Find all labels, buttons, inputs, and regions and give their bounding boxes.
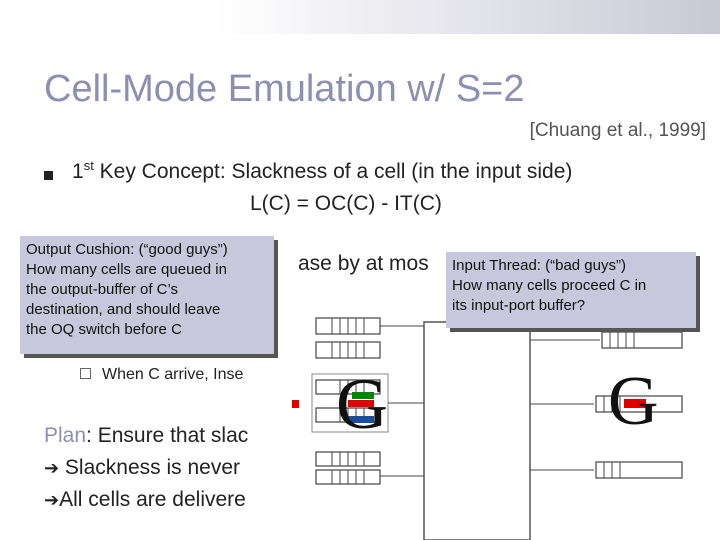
input-queue-3 xyxy=(315,379,381,395)
input-scheduler-icon: G xyxy=(336,364,388,444)
plan-line-3-text: All cells are delivere xyxy=(59,488,246,511)
plan-rest: : Ensure that slac xyxy=(86,424,249,447)
input-queue-1 xyxy=(315,317,381,335)
bullet-square-icon xyxy=(44,171,53,180)
arriving-red-cell xyxy=(292,400,299,408)
concept-superscript: st xyxy=(83,158,94,173)
input-thread-callout: Input Thread: (“bad guys”) How many cell… xyxy=(446,252,696,328)
concept-text: Key Concept: Slackness of a cell (in the… xyxy=(93,160,573,183)
implies-arrow-icon: ➔ xyxy=(44,490,60,510)
output-queue-3 xyxy=(595,461,683,479)
key-concept-line: 1st Key Concept: Slackness of a cell (in… xyxy=(72,158,572,184)
implies-arrow-icon: ➔ xyxy=(44,458,60,478)
callout-line: How many cells proceed C in xyxy=(452,277,647,294)
output-red-cell xyxy=(624,399,646,408)
callout-line: Output Cushion: (“good guys”) xyxy=(26,241,228,258)
plan-line-2: ➔ Slackness is never xyxy=(44,456,240,480)
sub-bullet-text: When C arrive, Inse xyxy=(102,366,244,383)
plan-line-3: ➔All cells are delivere xyxy=(44,488,246,512)
concept-prefix: 1 xyxy=(72,160,84,183)
input-queue-2 xyxy=(315,341,381,359)
green-cell xyxy=(352,392,374,399)
plan-line-1: Plan: Ensure that slac xyxy=(44,424,248,448)
callout-line: the output-buffer of C’s xyxy=(26,281,179,298)
input-queue-5 xyxy=(315,451,381,467)
callout-line: the OQ switch before C xyxy=(26,321,182,338)
switch-core-box xyxy=(423,321,531,540)
slide-title: Cell-Mode Emulation w/ S=2 xyxy=(44,68,525,110)
blue-cell xyxy=(348,416,374,423)
switch-fabric-diagram: G G xyxy=(292,317,683,540)
partial-line-2: ase by at mos xyxy=(298,252,429,275)
callout-line: its input-port buffer? xyxy=(452,297,586,314)
sub-bullet-square-icon xyxy=(80,368,91,379)
callout-line: destination, and should leave xyxy=(26,301,221,318)
red-cell-c xyxy=(348,400,374,407)
plan-line-2-text: Slackness is never xyxy=(59,456,241,479)
input-queue-6 xyxy=(315,469,381,485)
header-gradient-bar xyxy=(0,0,720,34)
output-scheduler-icon: G xyxy=(608,363,659,440)
slackness-formula: L(C) = OC(C) - IT(C) xyxy=(250,192,442,215)
plan-keyword: Plan xyxy=(44,424,87,447)
callout-line: Input Thread: (“bad guys”) xyxy=(452,257,626,274)
callout-line: How many cells are queued in xyxy=(26,261,227,278)
output-queue-1 xyxy=(601,331,683,349)
citation: [Chuang et al., 1999] xyxy=(529,120,706,141)
output-cushion-callout: Output Cushion: (“good guys”) How many c… xyxy=(20,236,274,354)
